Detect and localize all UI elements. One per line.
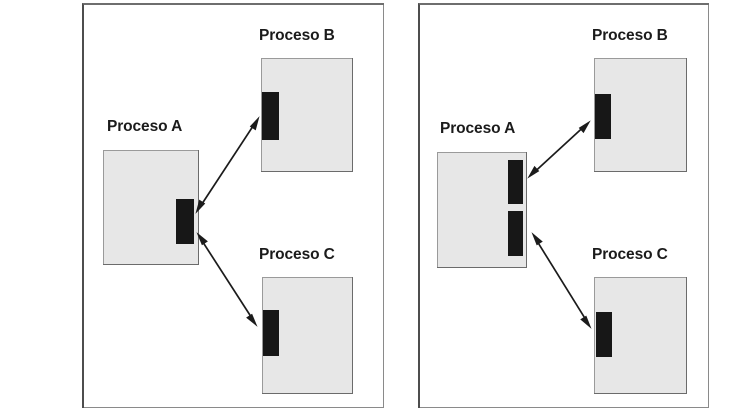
process-label-left-proceso-a: Proceso A xyxy=(107,118,183,135)
port-left-a-port-1 xyxy=(176,199,194,244)
port-right-a-port-1 xyxy=(508,160,523,204)
process-label-right-proceso-c: Proceso C xyxy=(592,246,668,263)
port-left-c-port-1 xyxy=(263,310,279,356)
port-right-b-port-1 xyxy=(595,94,611,139)
port-right-a-port-2 xyxy=(508,211,523,256)
process-label-right-proceso-b: Proceso B xyxy=(592,27,668,44)
process-label-left-proceso-b: Proceso B xyxy=(259,27,335,44)
process-label-right-proceso-a: Proceso A xyxy=(440,120,516,137)
process-box-left-proceso-b xyxy=(260,57,353,172)
port-right-c-port-1 xyxy=(596,312,612,357)
port-left-b-port-1 xyxy=(262,92,279,140)
process-label-left-proceso-c: Proceso C xyxy=(259,246,335,263)
